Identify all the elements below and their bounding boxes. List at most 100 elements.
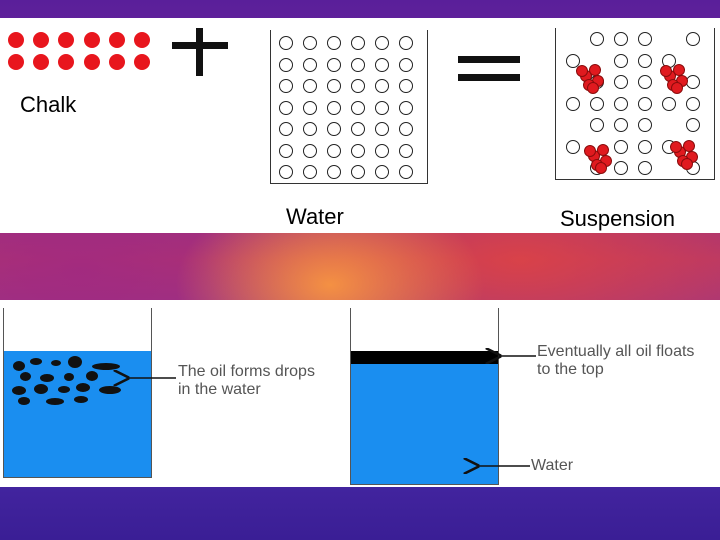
water-particle <box>327 122 341 136</box>
water-particle <box>303 57 317 72</box>
chalk-particle <box>58 54 74 70</box>
water-particle <box>399 165 413 179</box>
oil-drop <box>92 363 120 370</box>
oil-drop <box>18 397 30 405</box>
water-particle <box>686 118 700 132</box>
oil-drop <box>13 361 25 371</box>
water-particle <box>327 57 341 72</box>
water-particle <box>399 100 413 115</box>
water-particle <box>375 57 389 72</box>
water-particle <box>375 36 389 50</box>
water-particle <box>351 122 365 136</box>
oil-drop <box>40 374 54 382</box>
water-particle <box>614 32 628 46</box>
water-particle <box>279 57 293 72</box>
water-particle <box>399 36 413 50</box>
water-particle <box>279 165 293 179</box>
oil-drop <box>99 386 121 394</box>
water-particle <box>303 122 317 136</box>
chalk-label: Chalk <box>20 92 77 117</box>
water-particle <box>590 32 604 46</box>
water-particle <box>638 118 652 132</box>
water-particle <box>686 32 700 46</box>
chalk-particle <box>670 141 682 153</box>
oil-drop <box>34 384 48 394</box>
water-particle <box>351 79 365 93</box>
chalk-particle <box>134 54 150 70</box>
chalk-particle <box>576 65 588 77</box>
chalk-particle <box>8 32 24 48</box>
water-particle <box>351 36 365 50</box>
water-particle <box>638 75 652 89</box>
oil-drop <box>46 398 64 405</box>
top-diagram-panel: Chalk Water Suspension <box>0 18 720 233</box>
chalk-particle <box>84 32 100 48</box>
water-particle <box>590 96 604 111</box>
water-particle <box>399 143 413 158</box>
water-particle <box>638 139 652 154</box>
chalk-particle <box>595 162 607 174</box>
water-particle <box>375 143 389 158</box>
oil-drop <box>51 360 61 366</box>
bottom-diagram-panel: The oil forms drops in the water Eventua… <box>0 300 720 487</box>
water-particle <box>303 143 317 158</box>
suspension-particle-box <box>555 28 715 180</box>
water-particle <box>327 100 341 115</box>
arrows <box>0 300 536 487</box>
chalk-particle <box>584 145 596 157</box>
chalk-particle <box>84 54 100 70</box>
chalk-particle <box>8 54 24 70</box>
water-particle <box>303 100 317 115</box>
oil-drop <box>68 356 82 368</box>
chalk-particle <box>33 32 49 48</box>
water-particle <box>638 161 652 175</box>
water-particle <box>279 122 293 136</box>
oil-drop <box>58 386 70 393</box>
water-particle <box>662 96 676 111</box>
chalk-particle <box>33 54 49 70</box>
water-particle <box>303 79 317 93</box>
water-particle <box>614 96 628 111</box>
water-particle-box <box>270 30 428 184</box>
water-particle <box>375 100 389 115</box>
chalk-particle <box>134 32 150 48</box>
water-particle <box>566 53 580 68</box>
water-particle <box>375 79 389 93</box>
water-particle <box>351 100 365 115</box>
oil-drop <box>20 372 31 381</box>
oil-layer <box>351 351 498 364</box>
water-particle <box>399 57 413 72</box>
water-particle <box>686 96 700 111</box>
water-particle <box>614 75 628 89</box>
oil-drop <box>12 386 26 395</box>
water-particle <box>279 79 293 93</box>
suspension-label: Suspension <box>560 206 675 231</box>
water-particle <box>279 36 293 50</box>
water-particle <box>303 165 317 179</box>
chalk-particle <box>587 82 599 94</box>
water-particle <box>566 139 580 154</box>
water-particle <box>566 96 580 111</box>
water-particle <box>351 143 365 158</box>
water-particle <box>327 79 341 93</box>
chalk-particle <box>660 65 672 77</box>
water-particle <box>614 118 628 132</box>
oil-drop <box>74 396 88 403</box>
water-label: Water <box>286 204 344 229</box>
water-particle <box>399 122 413 136</box>
water-particle <box>327 36 341 50</box>
chalk-particle <box>109 54 125 70</box>
water-particle <box>686 75 700 89</box>
water-particle <box>614 161 628 175</box>
water-particle <box>351 165 365 179</box>
water-particle <box>327 165 341 179</box>
oil-floats-label: Eventually all oil floats to the top <box>537 343 695 378</box>
water-particle <box>638 53 652 68</box>
oil-drop <box>30 358 42 365</box>
water-particle <box>351 57 365 72</box>
chalk-particle <box>58 32 74 48</box>
oil-drop <box>64 373 74 381</box>
oil-drop <box>86 371 98 381</box>
water-particle <box>375 122 389 136</box>
chalk-particle <box>681 158 693 170</box>
